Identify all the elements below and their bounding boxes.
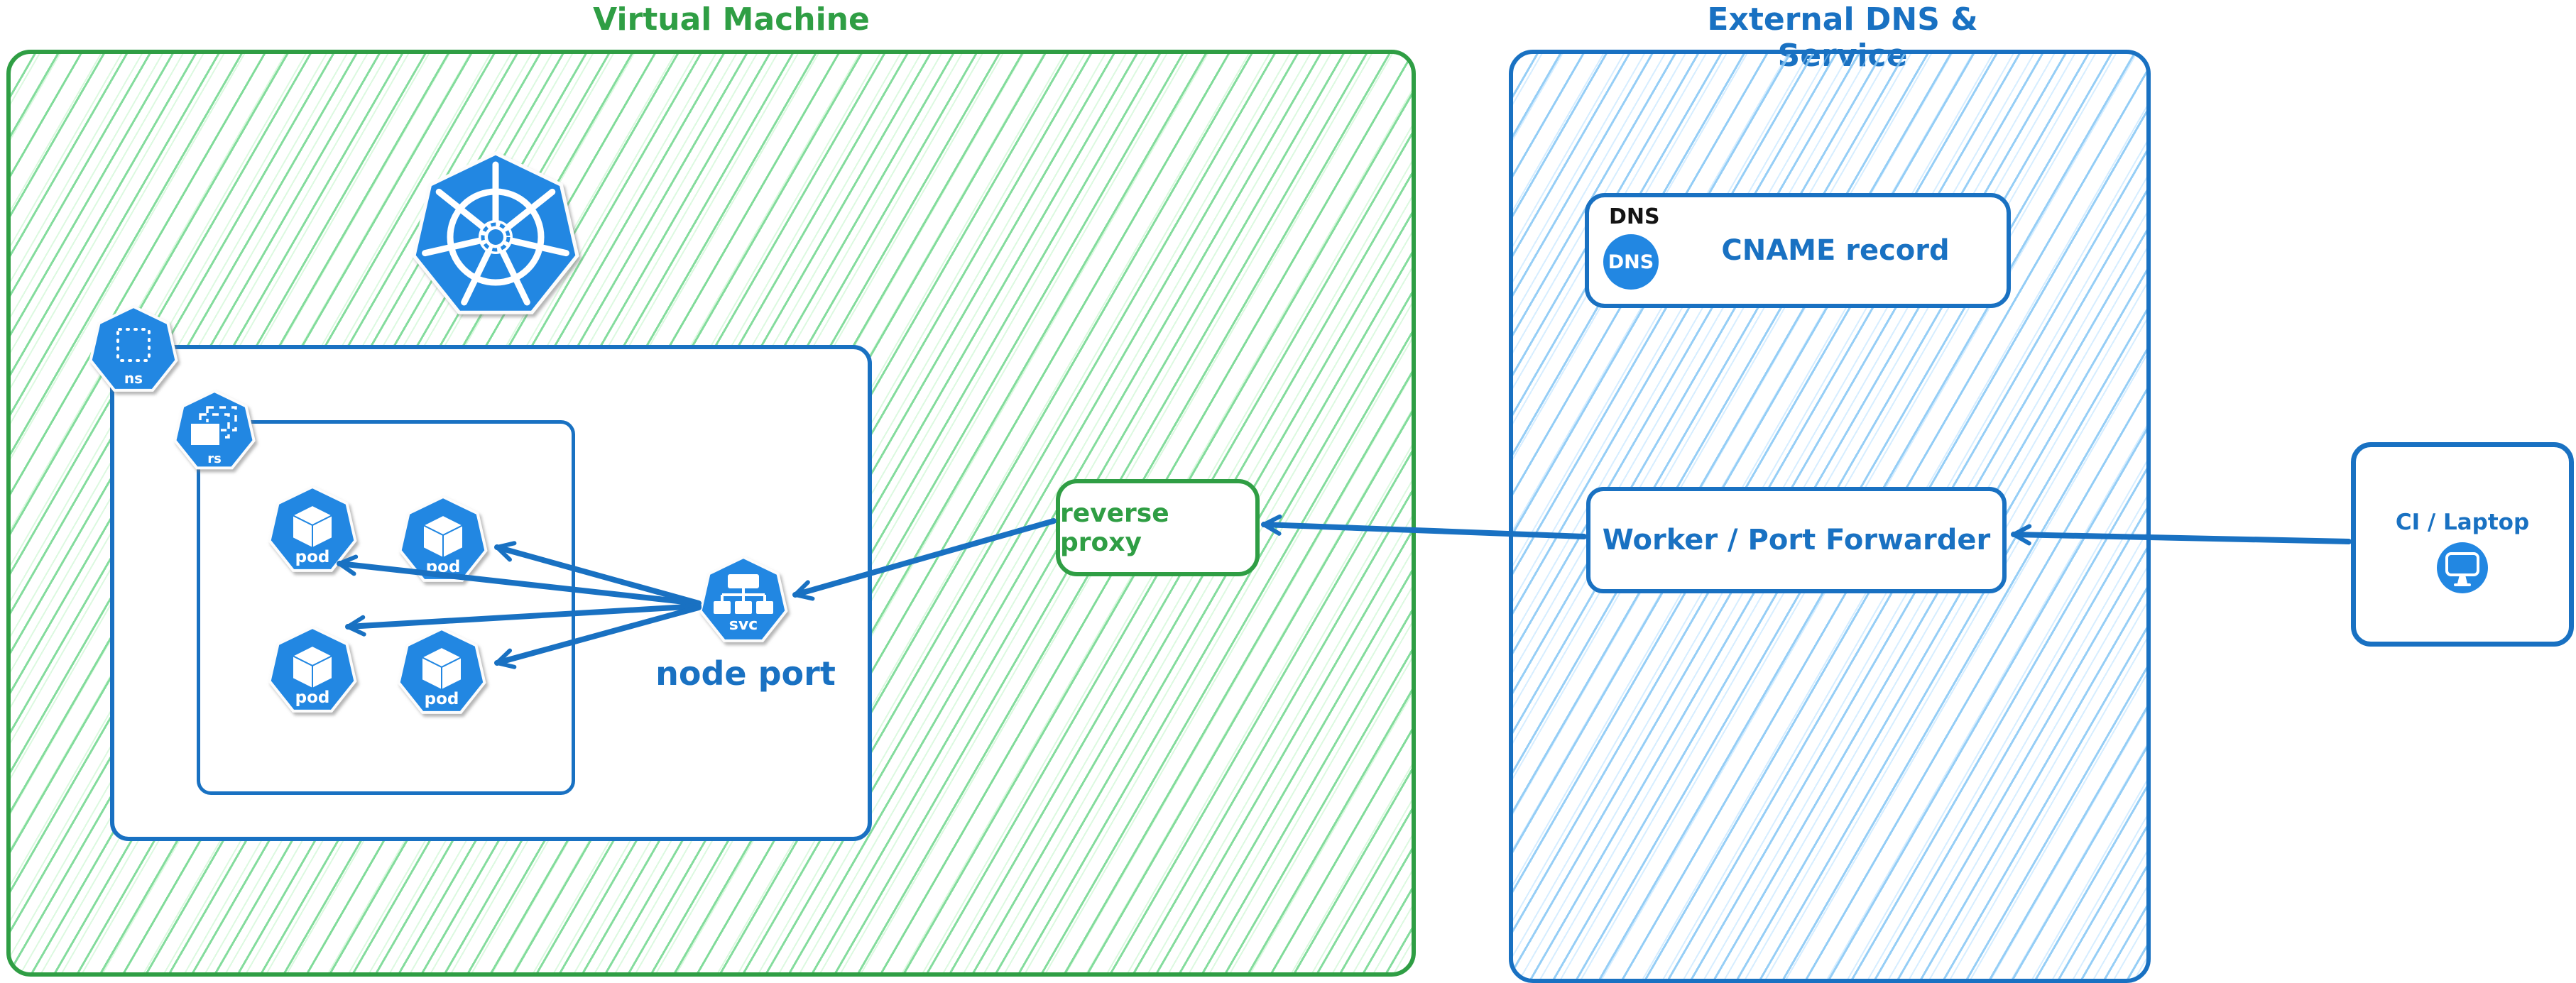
worker-port-forwarder-node: Worker / Port Forwarder [1586,487,2007,593]
pod-label: pod [295,548,330,566]
dns-record-node: DNS DNS CNAME record [1585,193,2011,308]
svc-label: svc [729,616,758,634]
service-icon: svc [699,555,788,642]
pod-icon-1: pod [268,485,357,572]
ci-laptop-label: CI / Laptop [2395,510,2530,535]
cname-record-label: CNAME record [1721,234,1950,267]
dns-badge-icon: DNS [1603,234,1659,290]
reverse-proxy-node: reverse proxy [1056,479,1260,576]
ns-label: ns [124,370,143,387]
worker-label: Worker / Port Forwarder [1602,524,1991,556]
kubernetes-logo-icon [412,151,579,314]
pod-icon-2: pod [398,495,488,582]
namespace-icon: ns [89,304,178,392]
monitor-icon [2437,542,2488,593]
pod-icon-4: pod [397,627,486,714]
reverse-proxy-label: reverse proxy [1060,498,1169,557]
pod-label: pod [426,558,461,576]
rs-label: rs [207,451,222,466]
pod-label: pod [425,690,459,708]
pod-label: pod [295,688,330,707]
replicaset-box [197,420,575,795]
pod-icon-3: pod [268,625,357,713]
node-port-label: node port [655,654,836,693]
replicaset-icon: rs [173,389,256,470]
vm-group-title: Virtual Machine [593,1,870,38]
dns-badge-label: DNS [1608,251,1654,273]
dns-tag-label: DNS [1609,204,1660,229]
wheel-spokes [422,161,569,306]
ci-laptop-node: CI / Laptop [2351,442,2574,647]
